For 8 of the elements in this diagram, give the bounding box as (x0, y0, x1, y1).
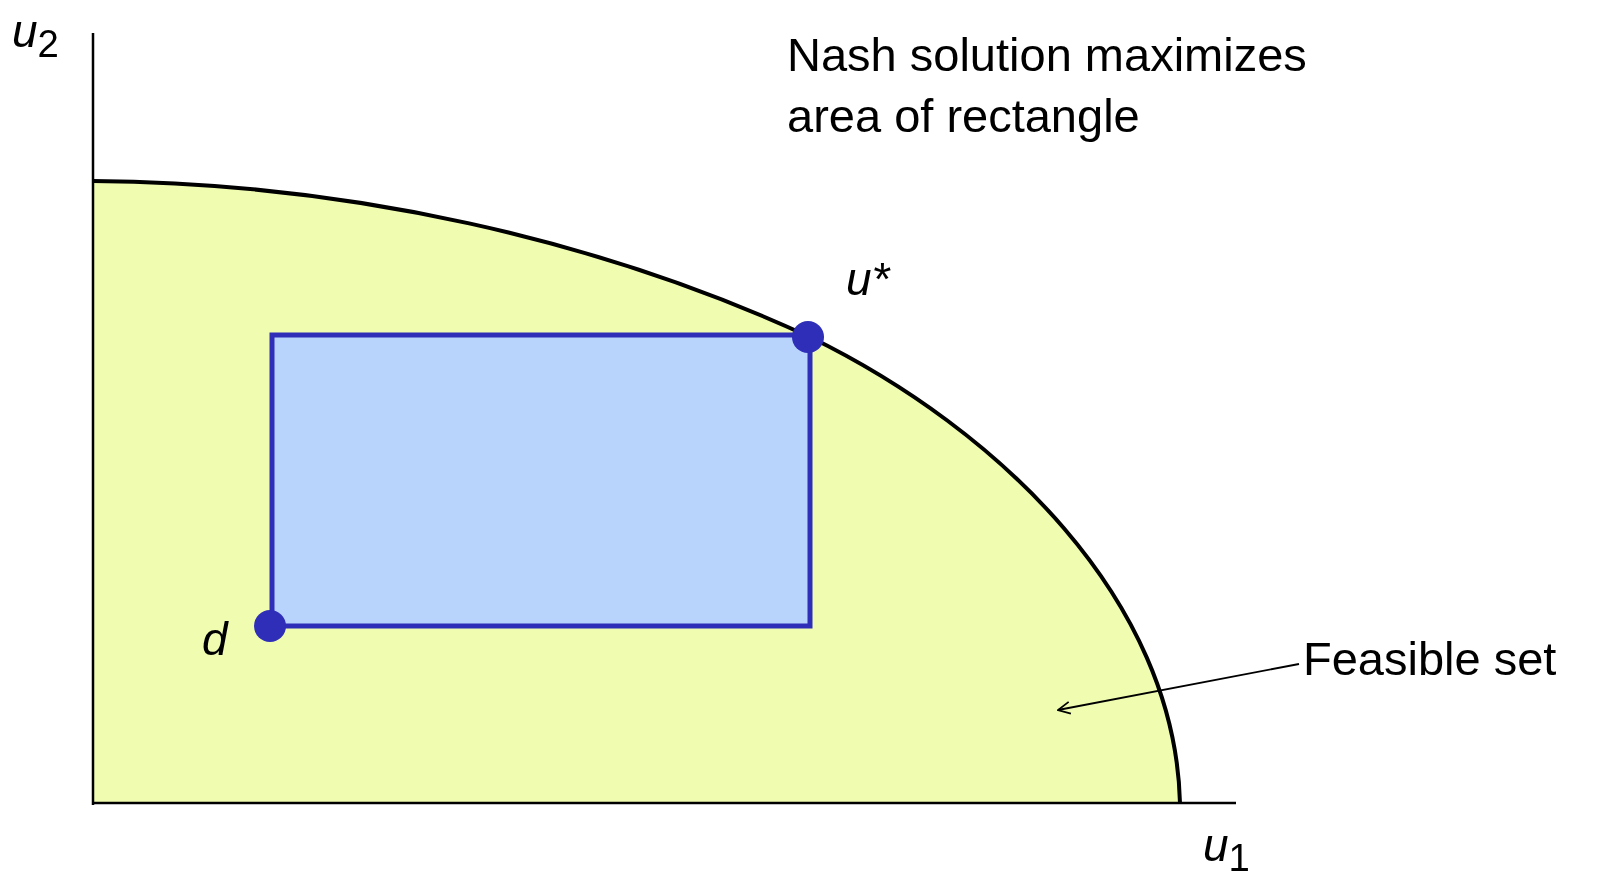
leader-line (1057, 663, 1300, 715)
point-label: u* (846, 252, 890, 307)
axis-label: u$_{1}$ (1203, 818, 1250, 871)
annotation-text: Nash solution maximizes area of rectangle (787, 27, 1308, 145)
axis-label: u$_{2}$ (12, 4, 59, 68)
callout-text: Feasible set (1303, 628, 1557, 690)
nash-rectangle (269, 332, 813, 629)
point-label: d (202, 612, 228, 667)
